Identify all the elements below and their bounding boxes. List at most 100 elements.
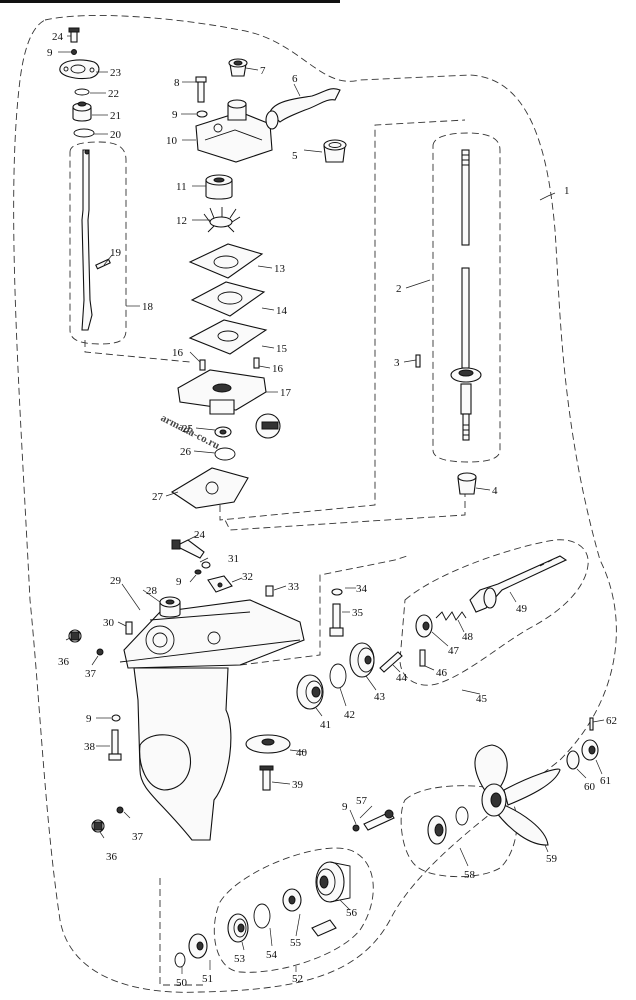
part-pin-33 bbox=[265, 585, 274, 597]
part-gasket-27-hole bbox=[205, 481, 219, 495]
part-propeller-59 bbox=[474, 744, 561, 846]
part-anode-40 bbox=[245, 734, 291, 754]
callout-14: 14 bbox=[276, 305, 288, 317]
callout-16-right: 16 bbox=[272, 363, 284, 375]
part-gasket-15-hole bbox=[217, 330, 239, 342]
part-plug-36-low bbox=[91, 819, 105, 833]
callout-9-top: 9 bbox=[47, 47, 53, 59]
callout-9-left: 9 bbox=[86, 713, 92, 725]
callout-62: 62 bbox=[606, 715, 617, 727]
callout-26: 26 bbox=[180, 446, 192, 458]
part-plug-36-top bbox=[68, 629, 82, 643]
callout-8: 8 bbox=[174, 77, 180, 89]
bracket-mid bbox=[239, 554, 411, 666]
part-cotter-62 bbox=[589, 717, 594, 731]
part-washer-60 bbox=[566, 750, 580, 770]
callout-51: 51 bbox=[202, 973, 213, 985]
part-grommet-5 bbox=[323, 139, 347, 163]
callout-23: 23 bbox=[110, 67, 122, 79]
callout-58: 58 bbox=[464, 869, 476, 881]
part-gear-43 bbox=[349, 642, 375, 678]
callout-25: 25 bbox=[182, 423, 194, 435]
part-bush-4 bbox=[457, 472, 477, 495]
part-gasket-13 bbox=[188, 243, 264, 279]
leader-lines bbox=[58, 35, 605, 974]
callout-42: 42 bbox=[344, 709, 355, 721]
part-thrust-58 bbox=[427, 815, 447, 845]
callout-39: 39 bbox=[292, 779, 304, 791]
part-spring-48 bbox=[435, 611, 467, 621]
callout-24-top: 24 bbox=[52, 31, 64, 43]
part-nut-61 bbox=[581, 739, 599, 761]
callout-18: 18 bbox=[142, 301, 154, 313]
part-seal-55 bbox=[282, 888, 302, 912]
callout-27: 27 bbox=[152, 491, 164, 503]
part-washer-50 bbox=[174, 952, 186, 968]
callout-17: 17 bbox=[280, 387, 292, 399]
part-bolt-38 bbox=[108, 729, 122, 761]
callout-44: 44 bbox=[396, 672, 408, 684]
callout-9-pump: 9 bbox=[172, 109, 178, 121]
callout-38: 38 bbox=[84, 741, 96, 753]
callout-52: 52 bbox=[292, 973, 303, 985]
part-pin-30 bbox=[125, 621, 133, 635]
callout-13: 13 bbox=[274, 263, 286, 275]
outline-group-52 bbox=[213, 847, 374, 973]
part-block-32 bbox=[207, 575, 233, 593]
part-shift-rod-18 bbox=[81, 149, 93, 331]
part-bearing-53 bbox=[227, 913, 249, 943]
callout-37-top: 37 bbox=[85, 668, 97, 680]
part-oring-22 bbox=[74, 88, 90, 96]
callout-32: 32 bbox=[242, 571, 253, 583]
part-housing-17 bbox=[177, 369, 267, 415]
part-bolt-24-case bbox=[171, 539, 205, 559]
part-bush-28 bbox=[159, 596, 181, 618]
callout-9-case: 9 bbox=[176, 576, 182, 588]
part-washer-9-pump bbox=[196, 110, 208, 118]
callout-12: 12 bbox=[176, 215, 187, 227]
callout-1: 1 bbox=[564, 185, 570, 197]
outline-group-58 bbox=[400, 785, 518, 878]
part-bolt-8 bbox=[195, 76, 207, 103]
part-pin-46 bbox=[419, 649, 426, 667]
callout-60: 60 bbox=[584, 781, 596, 793]
part-screw-57 bbox=[363, 809, 395, 831]
callout-50: 50 bbox=[176, 977, 188, 989]
part-impeller-12 bbox=[203, 207, 241, 233]
callout-28: 28 bbox=[146, 585, 158, 597]
outline-group-45 bbox=[399, 539, 589, 686]
part-insert-11 bbox=[205, 174, 233, 200]
callout-9-cap: 9 bbox=[342, 801, 348, 813]
outline-group-2 bbox=[432, 132, 501, 463]
callout-16-left: 16 bbox=[172, 347, 184, 359]
part-hose-6 bbox=[265, 88, 341, 130]
callout-41: 41 bbox=[320, 719, 331, 731]
part-pump-housing-10 bbox=[195, 99, 273, 163]
callout-3: 3 bbox=[394, 357, 400, 369]
callout-21: 21 bbox=[110, 110, 121, 122]
part-bush-21 bbox=[72, 101, 92, 122]
part-bearing-41 bbox=[296, 674, 324, 710]
outline-group-18 bbox=[69, 141, 127, 345]
callout-10: 10 bbox=[166, 135, 178, 147]
callout-55: 55 bbox=[290, 937, 302, 949]
callout-33: 33 bbox=[288, 581, 300, 593]
callout-4: 4 bbox=[492, 485, 498, 497]
bracket-main bbox=[219, 119, 466, 521]
part-washer-37-low bbox=[116, 806, 124, 814]
callout-19: 19 bbox=[110, 247, 122, 259]
outline-lower-unit bbox=[13, 15, 617, 993]
part-key-3 bbox=[415, 354, 421, 368]
part-ring-58b bbox=[455, 806, 469, 826]
part-washer-34 bbox=[331, 588, 343, 596]
callout-35: 35 bbox=[352, 607, 364, 619]
part-washer-31 bbox=[201, 561, 211, 569]
callout-56: 56 bbox=[346, 907, 358, 919]
part-clutch-47 bbox=[415, 614, 433, 638]
callout-22: 22 bbox=[108, 88, 119, 100]
part-washer-9-top bbox=[71, 49, 77, 55]
callout-49: 49 bbox=[516, 603, 528, 615]
callout-61: 61 bbox=[600, 775, 611, 787]
part-plate-14 bbox=[190, 281, 266, 317]
